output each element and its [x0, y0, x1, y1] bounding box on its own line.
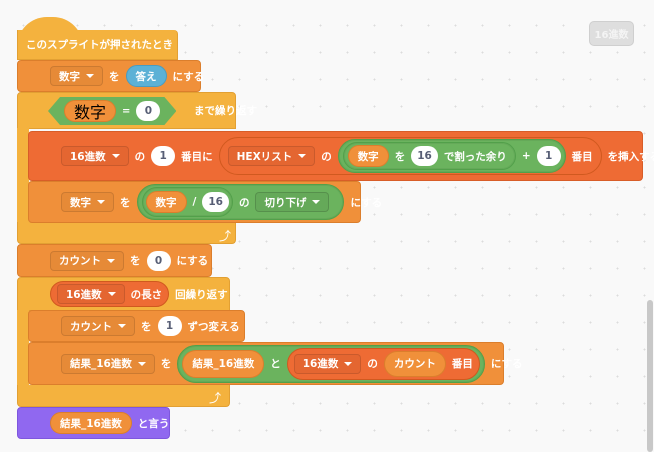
- label: で割った余り: [443, 150, 507, 163]
- value-input[interactable]: 0: [136, 101, 160, 121]
- insert-at-list-block[interactable]: 16進数 の 1 番目に HEXリスト の 数字 を 16 で割った余り + 1…: [28, 131, 654, 181]
- label: を: [120, 196, 131, 209]
- label: /: [192, 196, 197, 208]
- label: を挿入する: [607, 150, 654, 163]
- repeat-bottom: [17, 385, 230, 407]
- chevron-down-icon: [312, 200, 321, 204]
- set-variable-block[interactable]: カウント を 0 にする: [17, 244, 212, 277]
- divisor-input[interactable]: 16: [411, 146, 438, 166]
- label: を: [130, 255, 141, 267]
- equals-condition[interactable]: 数字 = 0: [48, 97, 176, 125]
- label: の: [134, 150, 146, 163]
- divide-operator[interactable]: 数字 / 16: [141, 187, 233, 217]
- chevron-down-icon: [107, 258, 115, 263]
- label: ずつ変える: [187, 320, 240, 333]
- join-operator[interactable]: 結果_16進数 と 16進数 の カウント 番目: [177, 344, 485, 383]
- variable-reporter[interactable]: 数字: [145, 191, 187, 213]
- list-dropdown[interactable]: 16進数: [61, 146, 129, 166]
- item-of-list-reporter[interactable]: HEXリスト の 数字 を 16 で割った余り + 1 番目: [218, 137, 602, 175]
- vertical-scrollbar[interactable]: [647, 300, 653, 452]
- chevron-down-icon: [298, 154, 307, 158]
- label: 番目に: [181, 150, 213, 163]
- label: にする: [176, 255, 209, 267]
- c-block-arm: [17, 310, 29, 387]
- list-dropdown[interactable]: HEXリスト: [227, 146, 316, 166]
- chevron-down-icon: [344, 361, 353, 366]
- variable-dropdown[interactable]: 数字: [50, 66, 103, 86]
- floor-operator[interactable]: 数字 / 16 の 切り下げ: [136, 184, 345, 220]
- loop-arrow-icon: ⤴: [209, 391, 222, 405]
- list-dropdown[interactable]: 16進数: [57, 284, 125, 304]
- add-operator[interactable]: 数字 を 16 で割った余り + 1: [337, 139, 566, 173]
- loop-arrow-icon: ⤴: [219, 229, 232, 243]
- variable-reporter[interactable]: カウント: [383, 350, 446, 377]
- chevron-down-icon: [107, 292, 116, 296]
- chevron-down-icon: [86, 74, 94, 78]
- label: と言う: [137, 417, 170, 430]
- chevron-down-icon: [137, 361, 146, 366]
- answer-reporter[interactable]: 答え: [125, 65, 167, 87]
- label: と: [270, 358, 281, 370]
- label: にする: [172, 70, 205, 83]
- variable-16shinsu-monitor-button[interactable]: 16進数: [589, 21, 634, 46]
- say-block[interactable]: 結果_16進数 と言う: [17, 407, 170, 439]
- variable-reporter[interactable]: 結果_16進数: [182, 349, 265, 378]
- label: の: [321, 150, 332, 163]
- length-of-list-reporter[interactable]: 16進数 の長さ: [50, 281, 170, 307]
- repeat-block[interactable]: 16進数 の長さ 回繰り返す: [17, 277, 230, 311]
- label: の: [367, 358, 378, 370]
- label: を: [109, 70, 120, 83]
- variable-reporter[interactable]: 数字: [347, 145, 389, 167]
- chevron-down-icon: [111, 154, 120, 158]
- list-dropdown[interactable]: 16進数: [293, 353, 362, 374]
- mod-operator[interactable]: 数字 を 16 で割った余り: [342, 142, 516, 170]
- label: にする: [490, 358, 523, 370]
- variable-reporter[interactable]: 結果_16進数: [50, 412, 132, 434]
- addend-input[interactable]: 1: [536, 146, 561, 166]
- when-sprite-clicked-block[interactable]: このスプライトが押されたとき: [17, 30, 178, 60]
- change-variable-block[interactable]: カウント を 1 ずつ変える: [28, 310, 245, 342]
- set-variable-block[interactable]: 結果_16進数 を 結果_16進数 と 16進数 の カウント 番目 にする: [28, 342, 522, 385]
- variable-reporter[interactable]: 数字: [64, 100, 116, 122]
- label: の: [238, 196, 250, 209]
- label: にする: [350, 196, 383, 209]
- label: =: [122, 105, 131, 117]
- label: を: [141, 320, 152, 333]
- c-block-arm: [17, 128, 29, 224]
- label: まで繰り返す: [194, 105, 257, 117]
- hat-label: このスプライトが押されたとき: [26, 39, 173, 51]
- label: の長さ: [130, 288, 163, 301]
- variable-dropdown[interactable]: カウント: [61, 316, 135, 336]
- value-input[interactable]: 1: [157, 316, 182, 336]
- math-function-dropdown[interactable]: 切り下げ: [255, 192, 330, 212]
- label: を: [160, 358, 172, 370]
- set-variable-block[interactable]: 数字 を 数字 / 16 の 切り下げ にする: [28, 181, 382, 223]
- label: 番目: [451, 358, 473, 370]
- item-of-list-reporter[interactable]: 16進数 の カウント 番目: [286, 347, 480, 380]
- variable-dropdown[interactable]: カウント: [50, 250, 124, 271]
- chevron-down-icon: [118, 324, 126, 328]
- label: 回繰り返す: [175, 288, 228, 301]
- variable-dropdown[interactable]: 数字: [61, 192, 114, 212]
- divisor-input[interactable]: 16: [202, 192, 229, 212]
- repeat-until-bottom: [17, 222, 236, 244]
- label: +: [521, 150, 531, 162]
- set-variable-block[interactable]: 数字 を 答え にする: [17, 60, 204, 92]
- chevron-down-icon: [97, 200, 105, 204]
- variable-dropdown[interactable]: 結果_16進数: [61, 353, 155, 374]
- label: を: [394, 150, 406, 163]
- label: 番目: [571, 150, 593, 163]
- value-input[interactable]: 0: [146, 250, 171, 271]
- index-input[interactable]: 1: [151, 146, 176, 166]
